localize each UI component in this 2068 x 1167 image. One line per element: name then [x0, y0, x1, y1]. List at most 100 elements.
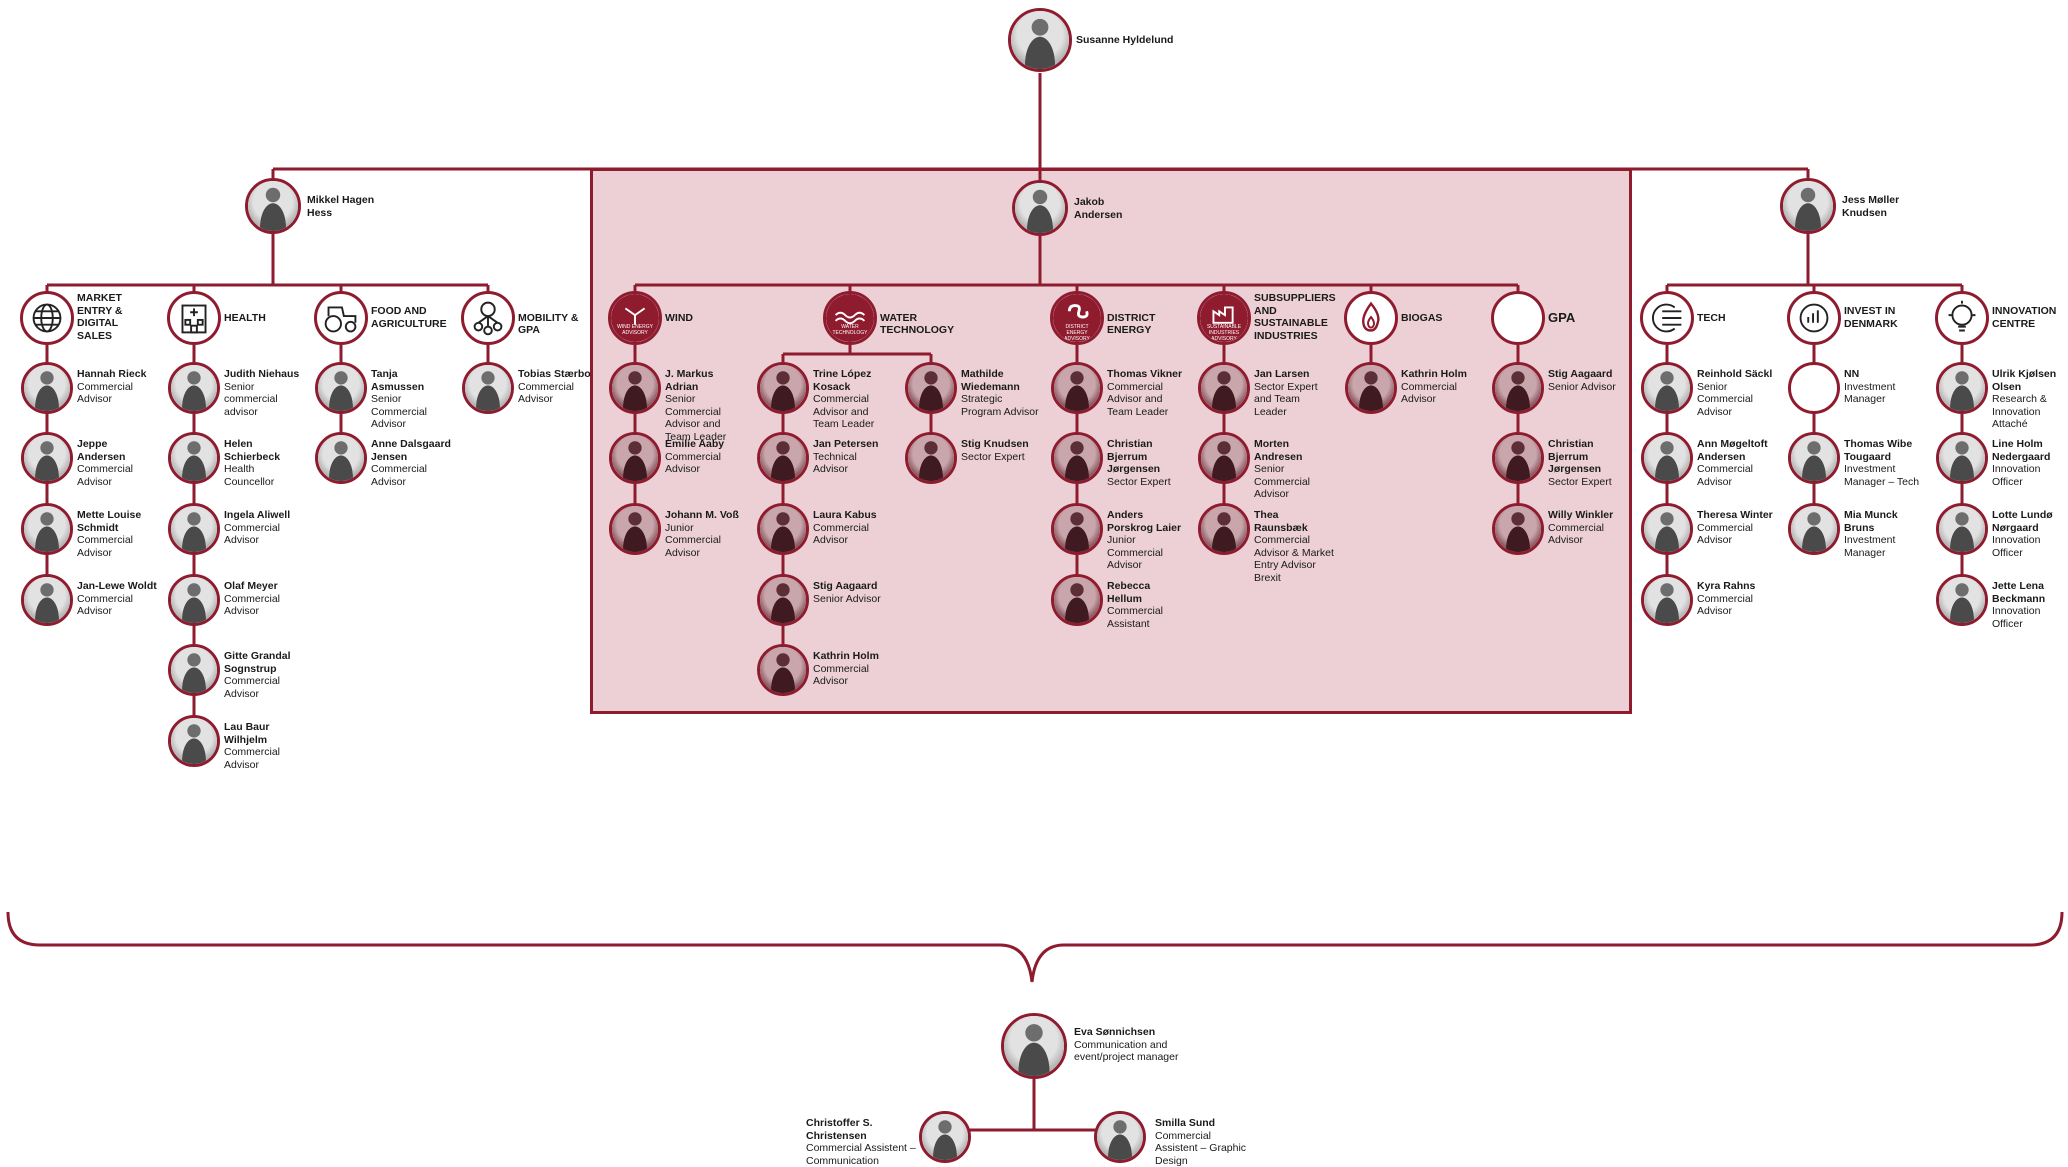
category-badge-text: SUSTAINABLE INDUSTRIES ADVISORY — [1204, 324, 1244, 342]
person-photo — [760, 506, 806, 552]
avatar — [1788, 503, 1840, 555]
person-photo — [24, 365, 70, 411]
avatar — [462, 362, 514, 414]
avatar — [168, 644, 220, 696]
category-icon-circle: WATER TECHNOLOGY — [823, 291, 877, 345]
avatar — [168, 574, 220, 626]
avatar — [1936, 574, 1988, 626]
person-name: Emilie Aaby — [665, 438, 745, 451]
person-role: Commercial Advisor — [224, 675, 304, 700]
avatar — [1641, 362, 1693, 414]
avatar — [1051, 503, 1103, 555]
person-name: Thomas Wibe Tougaard — [1844, 438, 1924, 463]
person-name: Smilla Sund — [1155, 1117, 1255, 1130]
person-name: Jess Møller Knudsen — [1842, 194, 1922, 219]
avatar — [919, 1111, 971, 1163]
person-name: Stig Aagaard — [813, 580, 893, 593]
person-role: Commercial Advisor — [1401, 381, 1481, 406]
avatar — [315, 362, 367, 414]
category-badge-text: WIND ENERGY ADVISORY — [615, 324, 655, 336]
person-name: Tanja Asmussen — [371, 368, 451, 393]
avatar — [21, 432, 73, 484]
network-icon — [464, 294, 512, 342]
person-name: Gitte Grandal Sognstrup — [224, 650, 304, 675]
person-name: Jakob Andersen — [1074, 196, 1154, 221]
person-role: Investment Manager — [1844, 381, 1924, 406]
person-role: Investment Manager — [1844, 534, 1924, 559]
person-role: Commercial Advisor — [77, 463, 157, 488]
person-name: Christoffer S. Christensen — [806, 1117, 916, 1142]
person-role: Commercial Advisor — [1697, 593, 1777, 618]
person-photo — [908, 435, 954, 481]
person-name: Kyra Rahns — [1697, 580, 1777, 593]
person-name: Line Holm Nedergaard — [1992, 438, 2068, 463]
person-role: Commercial Assistent – Graphic Design — [1155, 1130, 1255, 1167]
avatar — [905, 432, 957, 484]
person-role: Commercial Assistant — [1107, 605, 1187, 630]
avatar — [168, 503, 220, 555]
person-name: Christian Bjerrum Jørgensen — [1548, 438, 1628, 476]
avatar — [1051, 574, 1103, 626]
person-photo — [171, 718, 217, 764]
category-icon-circle — [20, 291, 74, 345]
avatar — [1051, 362, 1103, 414]
person-photo — [1939, 435, 1985, 481]
person-name: Trine López Kosack — [813, 368, 893, 393]
person-name: Rebecca Hellum — [1107, 580, 1187, 605]
person-name: Thea Raunsbæk — [1254, 509, 1334, 534]
person-role: Sector Expert — [1548, 476, 1628, 489]
avatar — [1780, 178, 1836, 234]
person-role: Commercial Advisor and Team Leader — [1107, 381, 1187, 419]
person-photo — [922, 1114, 968, 1160]
avatar — [609, 432, 661, 484]
person-photo — [612, 365, 658, 411]
person-name: Judith Niehaus — [224, 368, 304, 381]
avatar — [1051, 432, 1103, 484]
category-label: BIOGAS — [1401, 312, 1465, 325]
avatar — [1936, 362, 1988, 414]
category-label: SUBSUPPLIERS AND SUSTAINABLE INDUSTRIES — [1254, 292, 1332, 342]
person-name: Stig Knudsen — [961, 438, 1041, 451]
person-role: Innovation Officer — [1992, 463, 2068, 488]
person-name: Stig Aagaard — [1548, 368, 1628, 381]
category-label: INVEST IN DENMARK — [1844, 305, 1908, 330]
person-photo — [171, 506, 217, 552]
person-photo — [318, 435, 364, 481]
person-role: Commercial Advisor & Market Entry Adviso… — [1254, 534, 1334, 584]
person-label: Jess Møller Knudsen — [1842, 194, 1922, 219]
category-icon-circle: WIND ENERGY ADVISORY — [608, 291, 662, 345]
person-photo — [1054, 435, 1100, 481]
avatar — [757, 503, 809, 555]
person-name: Jan-Lewe Woldt — [77, 580, 157, 593]
person-photo — [760, 577, 806, 623]
person-label: Mikkel Hagen Hess — [307, 194, 387, 219]
category-label: DISTRICT ENERGY — [1107, 312, 1171, 337]
person-photo — [1939, 506, 1985, 552]
person-name: Jeppe Andersen — [77, 438, 157, 463]
person-role: Commercial Advisor — [224, 593, 304, 618]
person-role: Commercial Advisor — [665, 451, 745, 476]
person-photo — [318, 365, 364, 411]
person-name: Ingela Aliwell — [224, 509, 304, 522]
